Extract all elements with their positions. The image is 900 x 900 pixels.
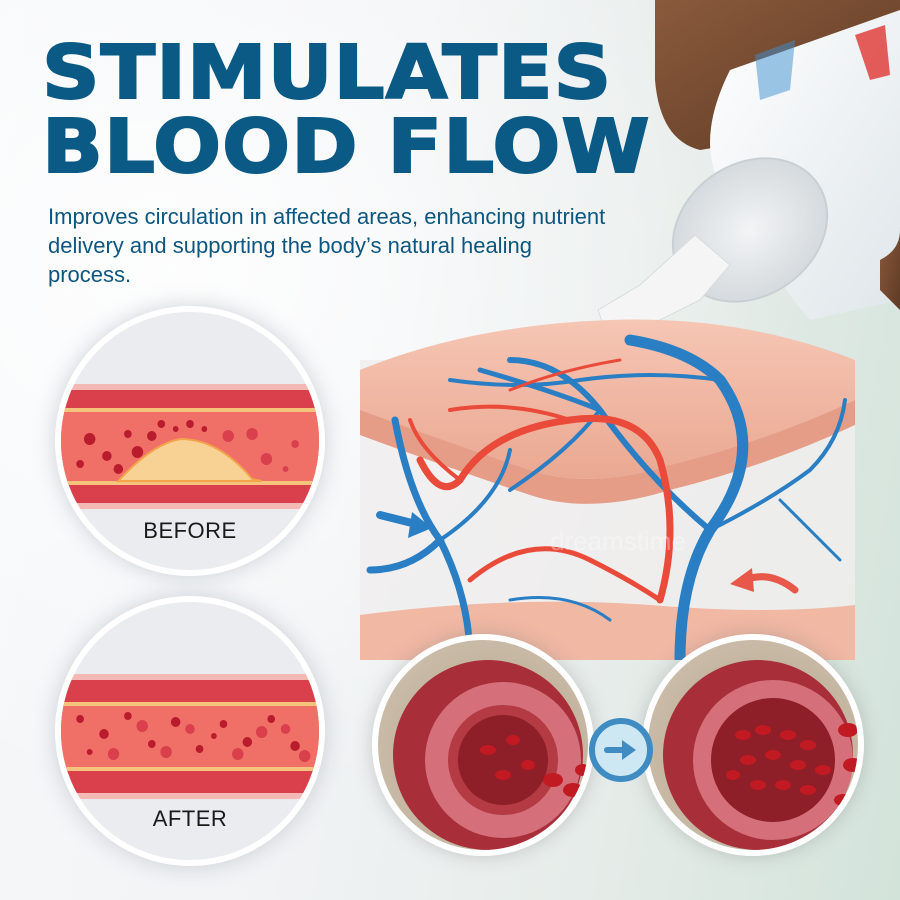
- arrow-right-icon: [604, 740, 636, 760]
- watermark: dreamstime: [550, 526, 686, 556]
- headline: STIMULATES BLOOD FLOW: [41, 30, 651, 190]
- subtext: Improves circulation in affected areas, …: [48, 204, 606, 287]
- headline-line-1: STIMULATES: [41, 30, 613, 116]
- vessel-cross-section-icon: [393, 660, 588, 850]
- vessel-cross-section-icon: [663, 660, 858, 850]
- cream-tube-image: [597, 0, 900, 331]
- before-label: BEFORE: [143, 518, 237, 543]
- vessel-after-image: [642, 634, 864, 856]
- vessel-before-image: [372, 634, 594, 856]
- after-label: AFTER: [152, 806, 228, 831]
- skin-vessels-illustration: dreamstime: [360, 319, 855, 660]
- healthy-artery-icon: [61, 674, 319, 799]
- before-circle: BEFORE: [55, 306, 325, 576]
- transition-arrow: [589, 718, 653, 782]
- after-circle: AFTER: [55, 596, 325, 866]
- narrowed-artery-icon: [61, 384, 319, 509]
- headline-line-2: BLOOD FLOW: [41, 104, 651, 190]
